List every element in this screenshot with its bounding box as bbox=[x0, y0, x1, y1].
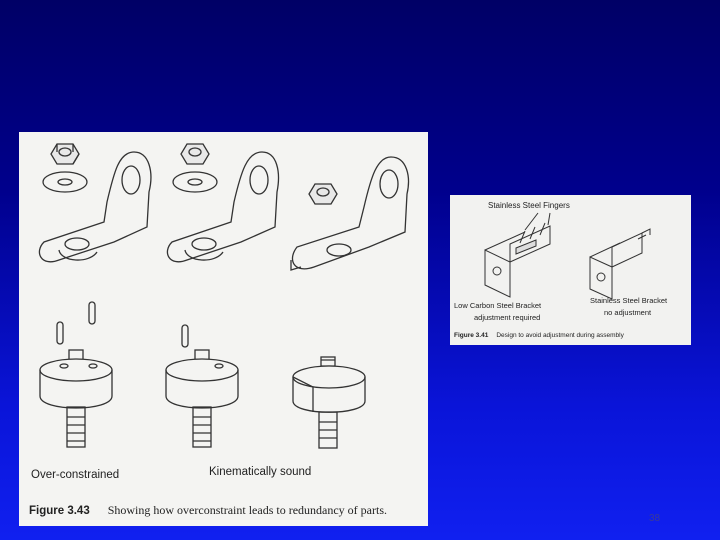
figure-caption-3-41: Figure 3.41 Design to avoid adjustment du… bbox=[454, 332, 624, 339]
stud-base-1 bbox=[39, 349, 113, 448]
stud-base-2 bbox=[165, 349, 239, 448]
pin-3 bbox=[181, 324, 189, 348]
overconstraint-illustration bbox=[38, 143, 410, 449]
pin-1 bbox=[88, 301, 96, 325]
bracket-assembly-1 bbox=[38, 143, 152, 263]
low-carbon-bracket bbox=[484, 222, 551, 298]
stud-base-3 bbox=[292, 356, 366, 449]
figure-caption-3-43: Figure 3.43 Showing how overconstraint le… bbox=[29, 503, 387, 518]
bracket-assembly-3 bbox=[290, 156, 410, 271]
label-stainless-bracket: Stainless Steel Bracket bbox=[590, 296, 668, 305]
label-stainless-fingers: Stainless Steel Fingers bbox=[488, 201, 570, 210]
caption-text: Design to avoid adjustment during assemb… bbox=[496, 332, 624, 339]
caption-number: Figure 3.41 bbox=[454, 332, 489, 339]
label-low-carbon-bracket: Low Carbon Steel Bracket bbox=[454, 301, 542, 310]
figure-adjustment: Stainless Steel Fingers Low Carbon Steel… bbox=[450, 195, 691, 345]
caption-number: Figure 3.43 bbox=[29, 505, 90, 517]
label-adjustment-required: adjustment required bbox=[474, 313, 541, 322]
page-number: 38 bbox=[649, 513, 661, 524]
stainless-bracket bbox=[589, 228, 651, 300]
caption-text: Showing how overconstraint leads to redu… bbox=[107, 503, 387, 517]
leader-lines bbox=[524, 212, 551, 231]
label-kinematically-sound: Kinematically sound bbox=[209, 466, 312, 478]
label-no-adjustment: no adjustment bbox=[604, 308, 652, 317]
pin-2 bbox=[56, 321, 64, 345]
bracket-design-illustration bbox=[484, 212, 651, 300]
figure-overconstraint: Over-constrained Kinematically sound Fig… bbox=[19, 132, 428, 526]
label-over-constrained: Over-constrained bbox=[31, 469, 120, 481]
bracket-assembly-2 bbox=[166, 143, 280, 263]
